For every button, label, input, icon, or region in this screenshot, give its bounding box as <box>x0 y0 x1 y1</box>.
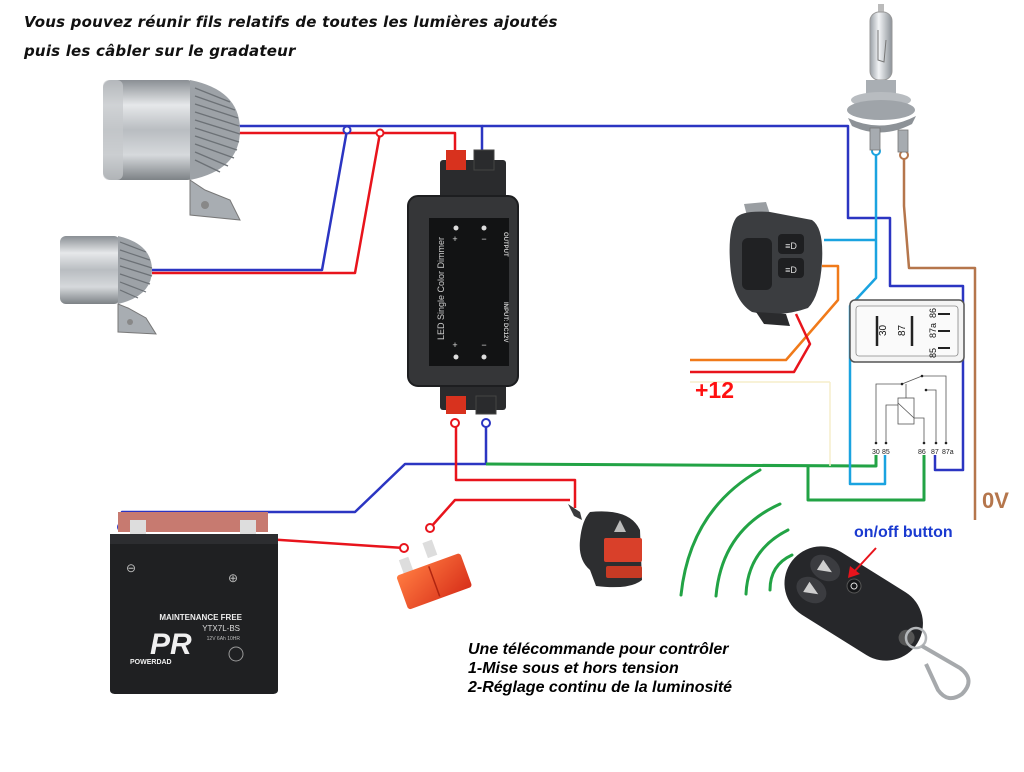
dimmer-output-plus: + <box>452 234 457 244</box>
wire-fuse-to-switch <box>429 498 570 529</box>
remote-note-line1: Une télécommande pour contrôler <box>468 641 729 658</box>
header-note-line2: puis les câbler sur le gradateur <box>24 42 296 60</box>
battery-logo: PR <box>150 628 192 661</box>
zero-volt-label: 0V <box>982 488 1009 513</box>
battery-brand: POWERDAD <box>130 659 172 666</box>
dimmer-output-minus: − <box>481 234 486 244</box>
wire-negative-lamp1 <box>238 124 484 150</box>
battery-model: YTX7L-BS <box>202 624 240 633</box>
battery-maintenance-free: MAINTENANCE FREE <box>159 613 242 622</box>
wire-green-trigger <box>485 455 878 468</box>
wire-negative-lamp2 <box>152 129 349 272</box>
led-spotlight-icon <box>103 80 241 221</box>
hazard-switch-icon <box>568 504 642 588</box>
remote-note-line3: 2-Réglage continu de la luminosité <box>468 679 733 696</box>
wire-brown-0v <box>902 154 977 520</box>
schematic-pin-86: 86 <box>918 449 926 456</box>
led-spotlight-icon <box>60 236 157 335</box>
battery-positive-symbol: ⊕ <box>228 571 238 585</box>
wire-orange <box>690 264 840 362</box>
dimmer-input-label: INPUT: DC12V <box>502 302 508 342</box>
headlight-low-icon: ≡D <box>785 241 797 251</box>
wire-dimmer-in-negative <box>120 420 488 526</box>
relay-pin-30: 30 <box>878 324 889 336</box>
onoff-button-label: on/off button <box>854 524 953 541</box>
header-note-line1: Vous pouvez réunir fils relatifs de tout… <box>24 13 558 31</box>
wire-red-12 <box>690 313 812 374</box>
battery-icon: ⊖ ⊕ MAINTENANCE FREE YTX7L-BS 12V 6Ah 10… <box>110 512 278 694</box>
schematic-pin-30: 30 <box>872 449 880 456</box>
dimmer-input-minus: − <box>481 340 486 350</box>
handlebar-switch-icon: ≡D ≡D <box>729 202 823 326</box>
wire-dimmer-in-positive <box>454 420 577 508</box>
wires <box>120 124 977 550</box>
h7-bulb-icon <box>847 4 916 153</box>
headlight-high-icon: ≡D <box>785 265 797 275</box>
dimmer-title: LED Single Color Dimmer <box>436 237 446 340</box>
relay-schematic <box>875 375 947 443</box>
arrow-icon <box>848 547 877 578</box>
wire-positive-lamp1 <box>238 131 457 152</box>
schematic-pin-87a: 87a <box>942 449 954 456</box>
wire-positive-lamp2 <box>152 132 382 275</box>
dimmer-output-label: OUTPUT <box>502 232 508 257</box>
led-dimmer-icon: + − + − LED Single Color Dimmer OUTPUT I… <box>407 149 519 415</box>
relay-icon: 30 87 85 87a 86 30 85 86 87 87a <box>849 299 965 456</box>
wire-green-86 <box>806 455 926 502</box>
fuse-icon <box>396 539 472 610</box>
remote-fob-icon <box>784 546 971 701</box>
hazard-triangle-icon <box>614 520 626 532</box>
wire-negative-to-bulb-relay <box>482 124 965 472</box>
battery-spec: 12V 6Ah 10HR <box>207 636 241 642</box>
wire-light-blue <box>848 150 887 486</box>
relay-pin-87: 87 <box>897 324 908 336</box>
rf-signal-icon <box>679 468 794 598</box>
remote-note-line2: 1-Mise sous et hors tension <box>468 660 679 677</box>
battery-negative-symbol: ⊖ <box>126 561 136 575</box>
dimmer-input-plus: + <box>452 340 457 350</box>
schematic-pin-87: 87 <box>931 449 939 456</box>
relay-pin-87a: 87a <box>928 323 938 338</box>
relay-pin-85: 85 <box>928 348 938 358</box>
schematic-pin-85: 85 <box>882 449 890 456</box>
relay-pin-86: 86 <box>928 308 938 318</box>
plus12-label: +12 <box>695 377 735 403</box>
